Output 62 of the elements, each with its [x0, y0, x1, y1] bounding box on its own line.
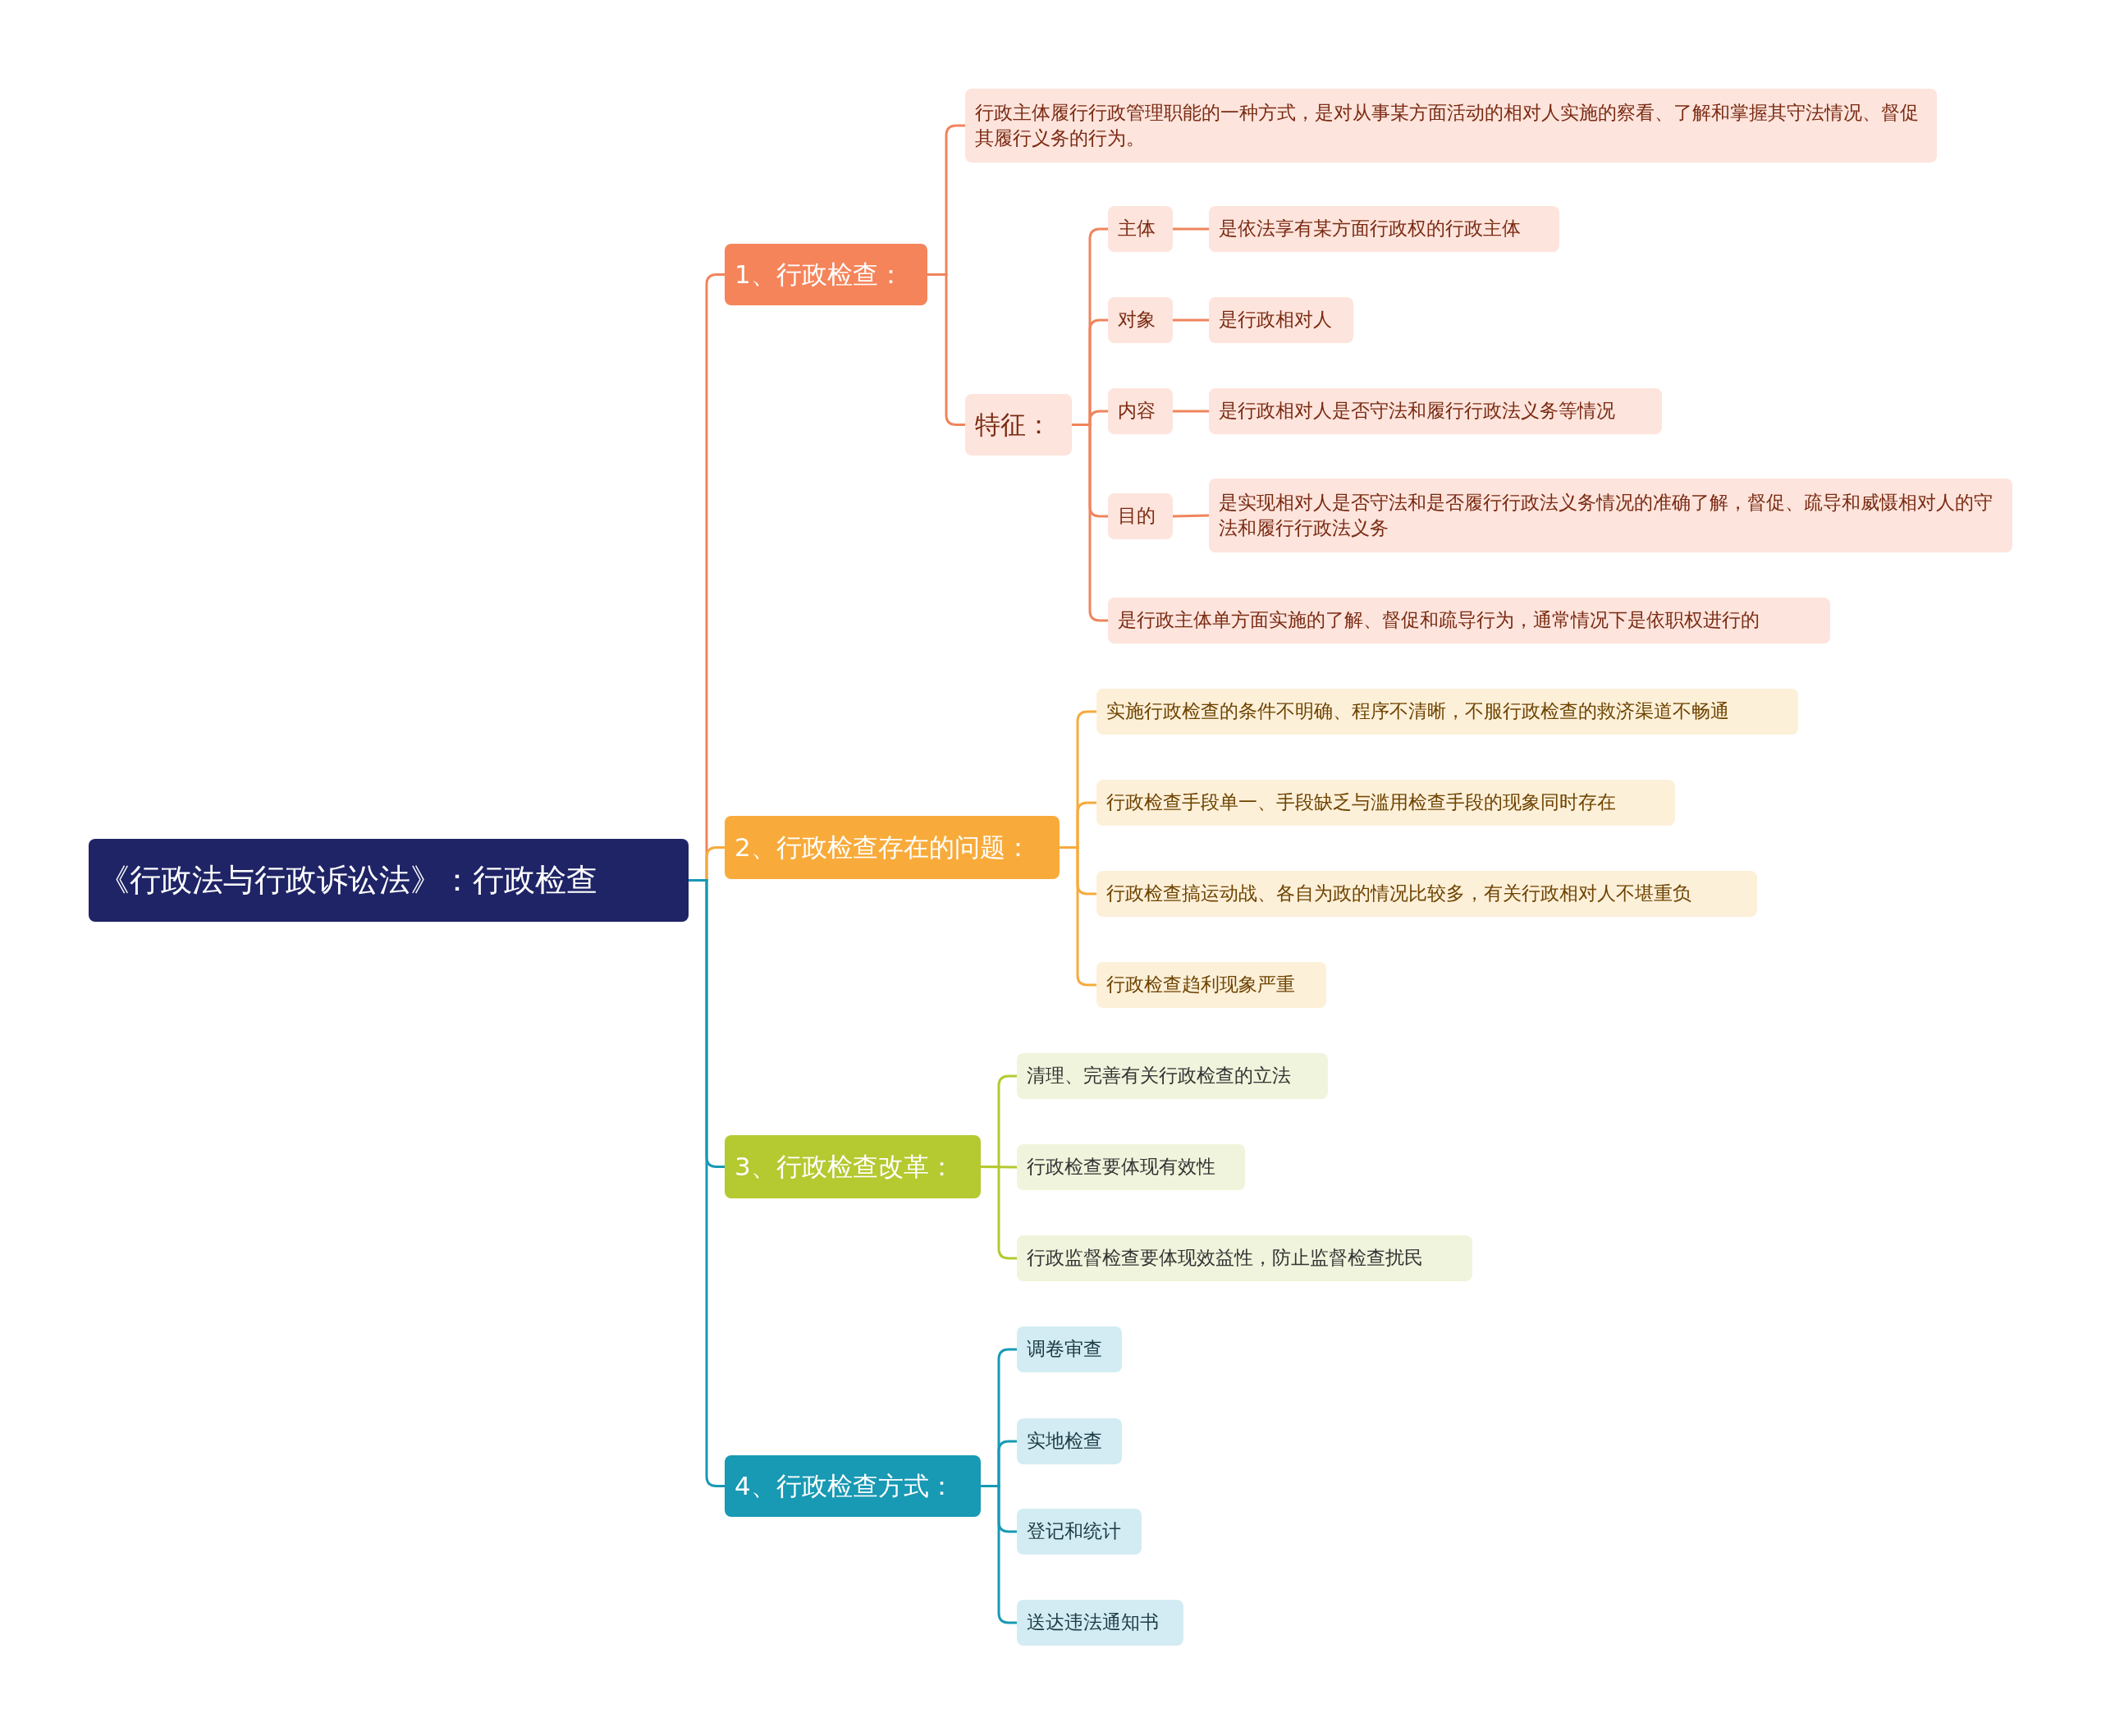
- connector-line: [1060, 846, 1096, 987]
- topic-text: 《行政法与行政诉讼法》：行政检查: [98, 860, 597, 900]
- branch-topic-box: [725, 1455, 981, 1517]
- topic-text: 1、行政检查：: [735, 258, 904, 291]
- subtopic-box: [1108, 206, 1173, 252]
- topic-text: 行政检查手段单一、手段缺乏与滥用检查手段的现象同时存在: [1106, 790, 1616, 815]
- topic-text: 行政检查搞运动战、各自为政的情况比较多，有关行政相对人不堪重负: [1106, 882, 1691, 906]
- connector-line: [1173, 318, 1209, 322]
- subtopic-box: [1209, 479, 2012, 552]
- topic-text: 主体: [1118, 217, 1156, 241]
- connector-line: [1173, 410, 1209, 413]
- subtopic-box: [1096, 962, 1326, 1008]
- subtopic-box: [1017, 1600, 1183, 1646]
- branch-topic-box: [725, 1135, 981, 1198]
- subtopic-box: [1209, 388, 1662, 434]
- branch-topic-box: [725, 244, 927, 305]
- topic-text: 行政主体履行行政管理职能的一种方式，是对从事某方面活动的相对人实施的察看、了解和掌握其守法情况、督促其履行义务的行为。: [975, 100, 1920, 150]
- topic-text: 是行政主体单方面实施的了解、督促和疏导行为，通常情况下是依职权进行的: [1118, 608, 1760, 633]
- topic-text: 行政监督检查要体现效益性，防止监督检查扰民: [1027, 1246, 1423, 1271]
- topic-text: 对象: [1118, 308, 1156, 332]
- topic-text: 4、行政检查方式：: [735, 1469, 954, 1502]
- subtopic-box: [1096, 871, 1757, 917]
- topic-text: 目的: [1118, 504, 1156, 529]
- branch-topic-box: [725, 816, 1060, 879]
- topic-text: 行政检查趋利现象严重: [1106, 973, 1295, 997]
- subtopic-box: [1017, 1509, 1142, 1555]
- subtopic-box: [1017, 1235, 1472, 1281]
- topic-text: 是依法享有某方面行政权的行政主体: [1219, 217, 1521, 241]
- subtopic-box: [1108, 493, 1173, 539]
- subtopic-box: [1209, 206, 1559, 252]
- subtopic-box: [1209, 297, 1353, 343]
- subtopic-box: [1096, 780, 1675, 826]
- subtopic-box: [1108, 388, 1173, 434]
- connector-line: [1072, 424, 1108, 622]
- subtopic-box: [965, 89, 1937, 163]
- subtopic-box: [1096, 689, 1798, 735]
- subtopic-box: [1017, 1418, 1122, 1464]
- topic-text: 2、行政检查存在的问题：: [735, 831, 1031, 863]
- topic-text: 实地检查: [1027, 1429, 1102, 1454]
- topic-text: 实施行政检查的条件不明确、程序不清晰，不服行政检查的救济渠道不畅通: [1106, 699, 1729, 724]
- connector-line: [981, 1485, 1017, 1624]
- topic-text: 3、行政检查改革：: [735, 1150, 954, 1183]
- topic-text: 行政检查要体现有效性: [1027, 1155, 1215, 1179]
- topic-text: 特征：: [975, 408, 1051, 441]
- subtopic-box: [965, 394, 1072, 456]
- topic-text: 调卷审查: [1027, 1337, 1102, 1362]
- subtopic-box: [1017, 1053, 1328, 1099]
- subtopic-box: [1108, 297, 1173, 343]
- topic-text: 是实现相对人是否守法和是否履行行政法义务情况的准确了解，督促、疏导和威慑相对人的守法和履行行政法义务: [1219, 490, 1993, 540]
- topic-text: 清理、完善有关行政检查的立法: [1027, 1064, 1291, 1088]
- topic-text: 是行政相对人: [1219, 308, 1332, 332]
- subtopic-box: [1017, 1144, 1245, 1190]
- topic-text: 登记和统计: [1027, 1519, 1121, 1544]
- topic-text: 送达违法通知书: [1027, 1610, 1159, 1635]
- connector-line: [1173, 227, 1209, 231]
- topic-text: 内容: [1118, 399, 1156, 424]
- subtopic-box: [1108, 598, 1830, 644]
- connector-line: [981, 1166, 1017, 1260]
- central-topic-box: [89, 839, 689, 922]
- connector-line: [1172, 514, 1210, 518]
- subtopic-box: [1017, 1326, 1122, 1372]
- topic-text: 是行政相对人是否守法和履行行政法义务等情况: [1219, 399, 1615, 424]
